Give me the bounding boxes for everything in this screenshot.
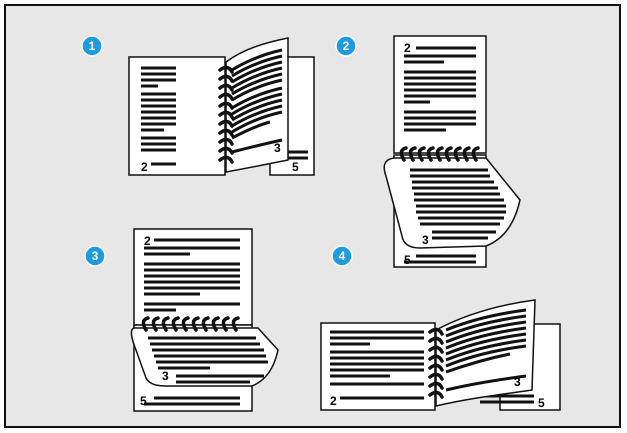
option-1-badge: 1 xyxy=(82,36,102,56)
option-2-page-2-number: 2 xyxy=(404,41,411,55)
option-4-illustration: 5 2 3 xyxy=(321,246,560,410)
option-2-illustration: 2 5 3 xyxy=(336,36,520,267)
option-2-page-5-number: 5 xyxy=(404,253,411,267)
option-2-spiral-binding xyxy=(401,148,478,160)
option-3-page-3-number: 3 xyxy=(162,369,169,383)
option-2-badge: 2 xyxy=(336,36,356,56)
option-4-page-5-number: 5 xyxy=(538,396,545,410)
option-1-badge-number: 1 xyxy=(89,39,96,53)
option-3-badge: 3 xyxy=(85,246,105,266)
option-4-page-2-number: 2 xyxy=(330,394,337,408)
option-3-illustration: 2 5 3 xyxy=(85,229,278,411)
option-1-page-5-number: 5 xyxy=(292,160,299,174)
option-4-page-3-number: 3 xyxy=(514,375,521,389)
option-4-badge-number: 4 xyxy=(339,249,346,263)
option-2-page-3-number: 3 xyxy=(422,233,429,247)
option-3-page-5-number: 5 xyxy=(140,394,147,408)
option-2-badge-number: 2 xyxy=(343,39,350,53)
option-1-page-3-number: 3 xyxy=(274,141,281,155)
option-4-badge: 4 xyxy=(332,246,352,266)
option-3-badge-number: 3 xyxy=(92,249,99,263)
option-1-page-2-number: 2 xyxy=(141,160,148,174)
option-3-page-2-number: 2 xyxy=(144,234,151,248)
option-1-illustration: 5 2 xyxy=(82,36,314,175)
